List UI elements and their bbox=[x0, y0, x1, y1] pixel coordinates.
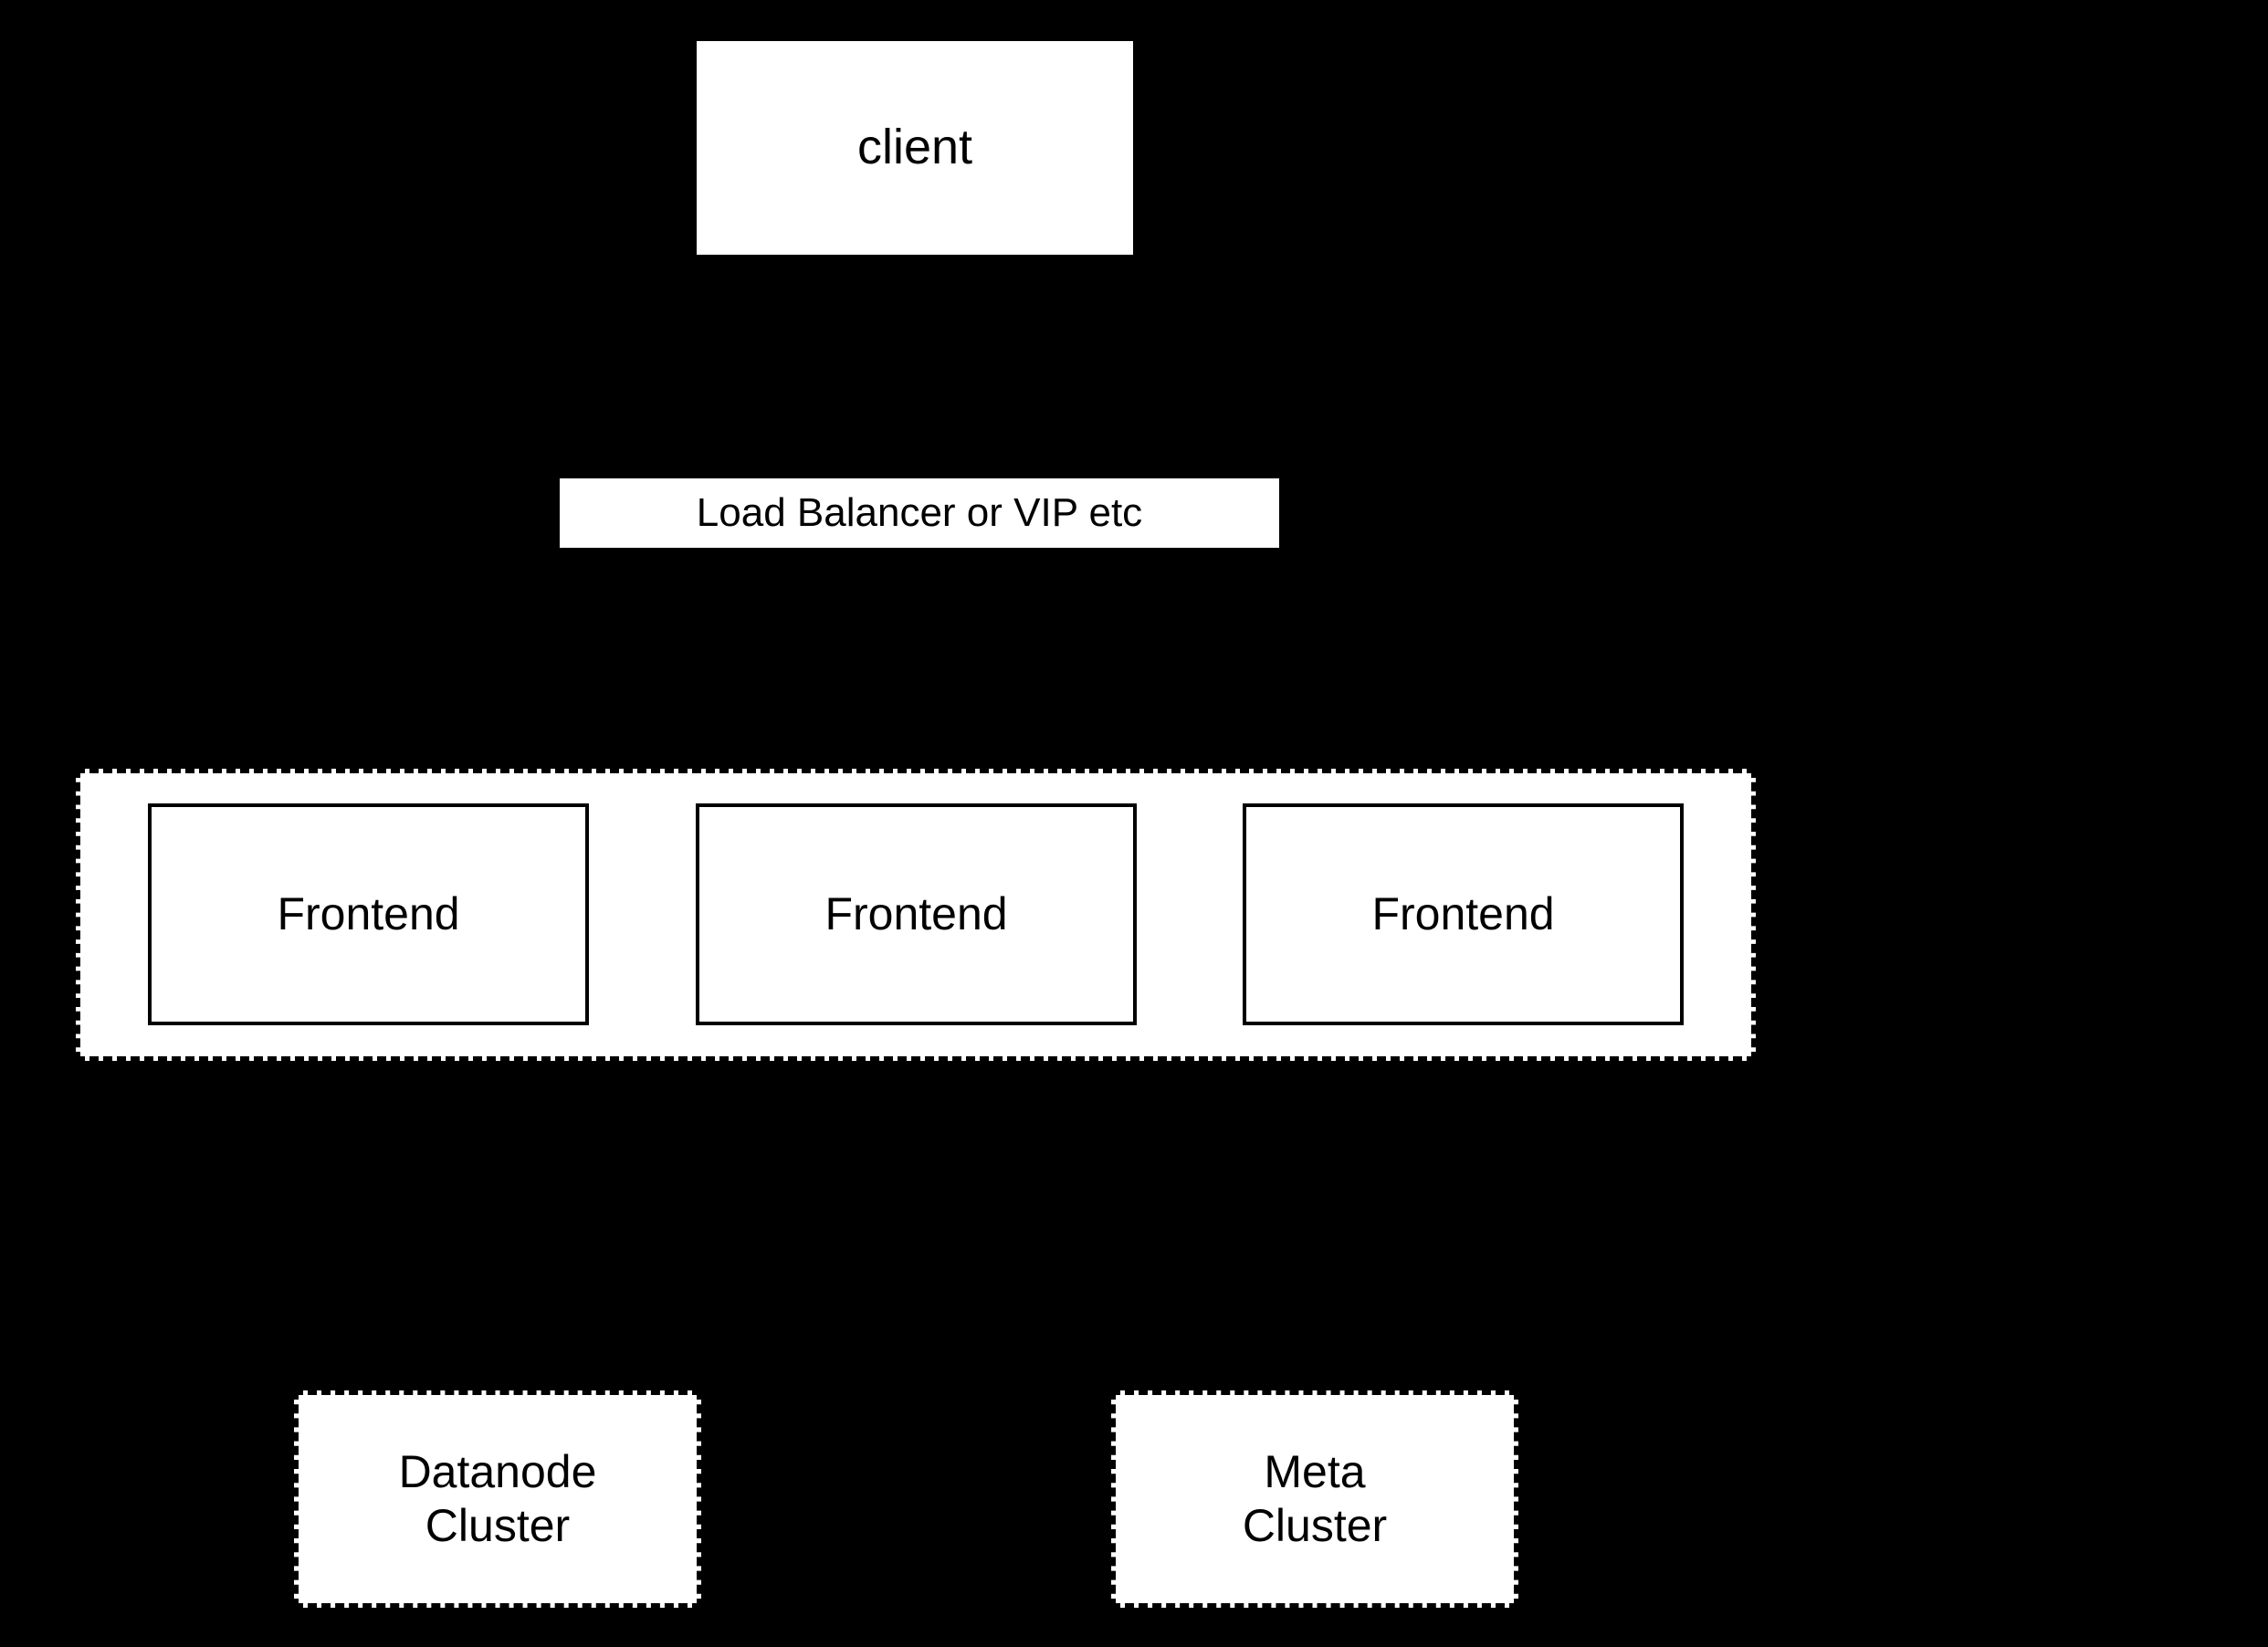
node-load-balancer-label: Load Balancer or VIP etc bbox=[696, 490, 1143, 536]
node-frontend-2-label: Frontend bbox=[824, 888, 1008, 939]
node-client-label: client bbox=[856, 120, 973, 175]
node-load-balancer[interactable]: Load Balancer or VIP etc bbox=[560, 478, 1279, 548]
node-client[interactable]: client bbox=[697, 41, 1133, 255]
node-frontend-1[interactable]: Frontend bbox=[148, 803, 589, 1025]
node-datanode-cluster-label: Datanode Cluster bbox=[398, 1446, 597, 1551]
node-frontend-3[interactable]: Frontend bbox=[1243, 803, 1684, 1025]
node-meta-cluster-label: Meta Cluster bbox=[1242, 1446, 1388, 1551]
node-frontend-2[interactable]: Frontend bbox=[696, 803, 1137, 1025]
node-datanode-cluster[interactable]: Datanode Cluster bbox=[294, 1390, 701, 1608]
node-meta-cluster[interactable]: Meta Cluster bbox=[1111, 1390, 1518, 1608]
node-frontend-3-label: Frontend bbox=[1371, 888, 1555, 939]
node-frontend-1-label: Frontend bbox=[277, 888, 460, 939]
